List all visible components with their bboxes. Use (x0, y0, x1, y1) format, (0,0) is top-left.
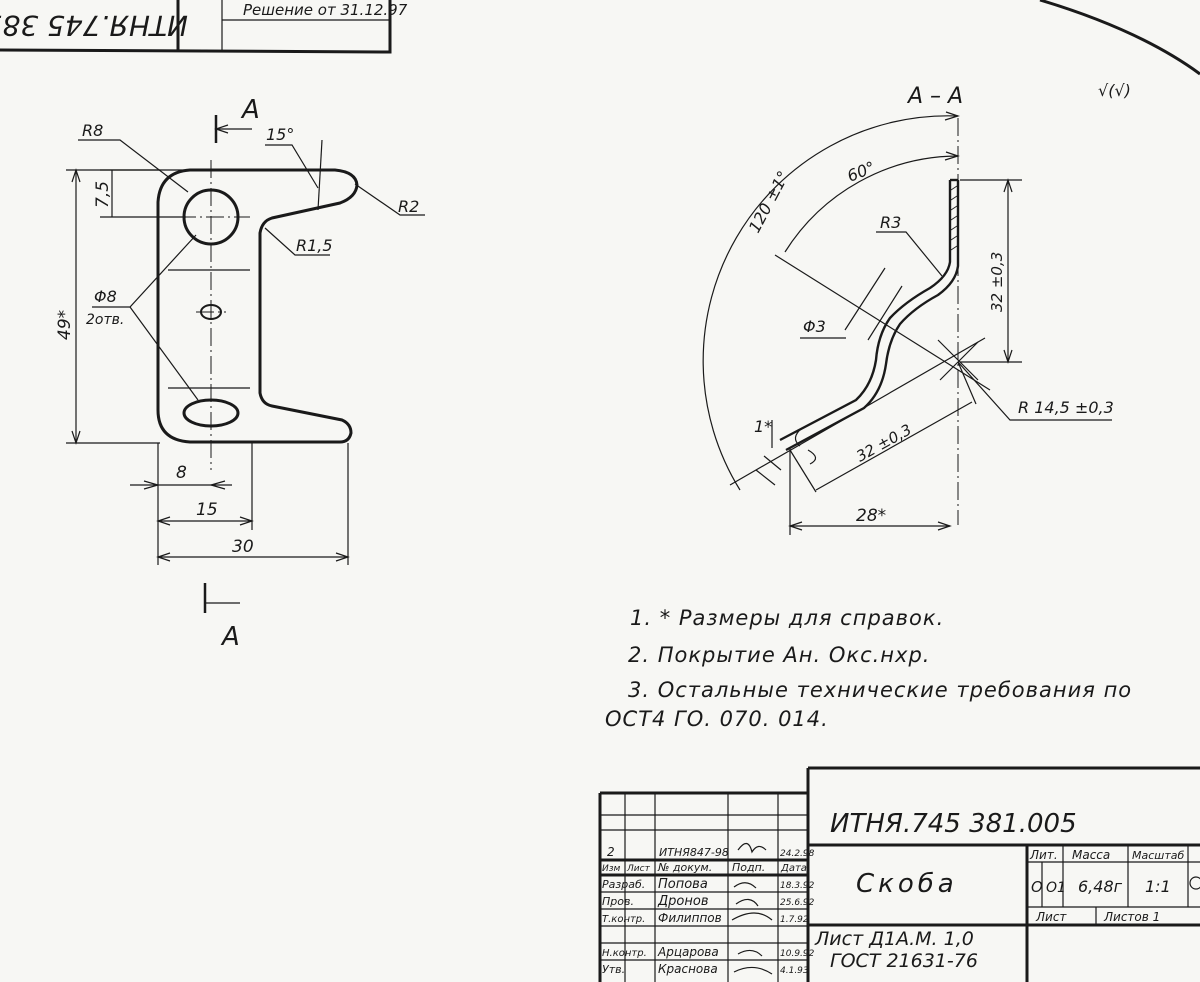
tb-rev-num: 2 (607, 845, 615, 859)
section-letter-top: А (240, 95, 260, 125)
title-block: ИТНЯ.745 381.005 Скоба Лист Д1А.М. 1,0 Г… (598, 766, 1200, 982)
section-profile (779, 180, 952, 442)
section-view: А – А 120 ±1° 60° R3 Φ3 32 ±0,3 (702, 84, 1114, 535)
dim-r14-5: R 14,5 ±0,3 (1018, 398, 1114, 417)
dim-60: 60° (844, 157, 877, 185)
left-view: А А R8 7,5 15° R2 R1,5 Φ8 2отв. 49* (55, 95, 425, 652)
tb-lit-a: О (1031, 878, 1043, 896)
dim-120: 120 ±1° (745, 168, 793, 236)
dim-28: 28* (856, 506, 886, 526)
tb-rev-doc: ИТНЯ847-98 (659, 846, 729, 859)
tb-rev-date: 24.2.98 (780, 849, 815, 859)
tb-material: Лист Д1А.М. 1,0 (814, 928, 974, 950)
tb-name-3: Арцарова (657, 945, 719, 959)
tb-part-name: Скоба (856, 869, 958, 899)
tb-role-1: Пров. (602, 895, 634, 908)
tb-standard: ГОСТ 21631-76 (830, 950, 978, 972)
note-3: 3. Остальные технические требования по (628, 678, 1133, 702)
corner-circle (1189, 876, 1200, 890)
stamp-decision: Решение от 31.12.97 (243, 1, 408, 19)
dim-8: 8 (176, 463, 187, 483)
tb-name-2: Филиппов (658, 911, 722, 925)
dim-r1-5: R1,5 (296, 236, 333, 255)
dim-32-diagonal: 32 ±0,3 (853, 421, 914, 466)
tb-h-date: Дата (780, 863, 807, 874)
tb-lit-header: Лит. (1029, 848, 1058, 862)
tb-date-0: 18.3.92 (780, 881, 815, 891)
tb-name-0: Попова (658, 877, 708, 892)
tb-h-izm: Изм (602, 864, 621, 874)
tb-sheets: Листов 1 (1103, 910, 1160, 924)
tb-date-1: 25.6.92 (780, 898, 815, 908)
tb-role-0: Разраб. (602, 878, 645, 891)
sheet-edge (1039, 0, 1200, 76)
dim-49: 49* (55, 310, 75, 340)
dim-phi8: Φ8 (94, 287, 117, 306)
tb-h-sign: Подп. (732, 861, 765, 874)
dim-holes: 2отв. (86, 312, 124, 328)
dim-r8: R8 (82, 121, 103, 140)
dim-1-star: 1* (754, 417, 772, 436)
section-title: А – А (906, 84, 963, 109)
tb-mass: 6,48г (1078, 877, 1123, 896)
dim-r3: R3 (880, 213, 901, 232)
tb-date-3: 10.9.92 (780, 949, 815, 959)
tb-lit-b: О1 (1046, 880, 1066, 896)
dim-15deg: 15° (266, 125, 294, 144)
tb-date-4: 4.1.93 (780, 966, 809, 976)
tb-designation: ИТНЯ.745 381.005 (830, 809, 1077, 839)
dim-30: 30 (232, 537, 254, 557)
tb-role-3: Н.контр. (602, 948, 647, 959)
tb-name-1: Дронов (657, 894, 708, 909)
tb-date-2: 1.7.92 (780, 915, 809, 925)
top-stamp: ИТНЯ.745 381.005 Решение от 31.12.97 (0, 0, 408, 54)
part-outline (156, 168, 359, 444)
tb-scale-header: Масштаб (1132, 849, 1184, 862)
tb-scale: 1:1 (1145, 877, 1171, 896)
tb-h-doc: № докум. (657, 861, 712, 874)
dim-r2: R2 (398, 197, 419, 216)
note-1: 1. * Размеры для справок. (630, 606, 945, 630)
dim-phi3: Φ3 (803, 317, 826, 336)
stamp-code: ИТНЯ.745 381.005 (0, 9, 188, 42)
dim-32-vertical: 32 ±0,3 (988, 252, 1006, 312)
section-letter-bottom: А (220, 622, 240, 652)
tb-h-list: Лист (626, 864, 651, 874)
tb-name-4: Краснова (658, 962, 718, 976)
note-4: ОСТ4 ГО. 070. 014. (605, 707, 829, 731)
note-2: 2. Покрытие Ан. Окс.нхр. (628, 643, 931, 667)
tb-role-4: Утв. (602, 963, 625, 976)
tb-role-2: Т.контр. (602, 914, 645, 925)
corner-mark: √(√) (1098, 81, 1131, 100)
dim-15: 15 (196, 500, 218, 520)
signature-marks (731, 842, 773, 975)
tb-mass-header: Масса (1072, 848, 1110, 862)
dim-7-5: 7,5 (93, 181, 113, 208)
tb-sheet: Лист (1035, 910, 1067, 924)
